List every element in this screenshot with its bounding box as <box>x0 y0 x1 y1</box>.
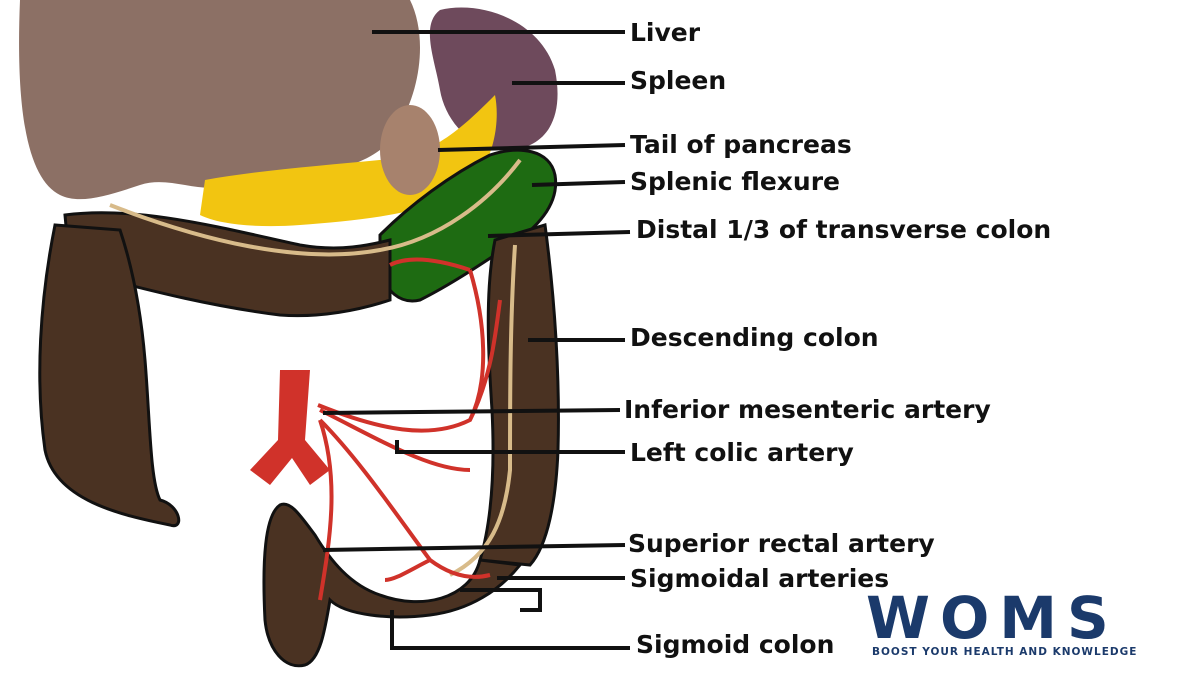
splenic-flexure-region <box>378 148 558 303</box>
kidney-shape <box>380 105 440 195</box>
label-distal-transverse-colon: Distal 1/3 of transverse colon <box>636 215 1052 244</box>
liver-shape <box>19 0 421 200</box>
transverse-colon <box>63 211 392 318</box>
aorta-shape <box>250 370 330 485</box>
sigmoid-colon <box>262 502 523 668</box>
label-descending-colon: Descending colon <box>630 323 879 352</box>
pointer-lines <box>322 30 631 650</box>
label-sigmoidal-arteries: Sigmoidal arteries <box>630 564 890 593</box>
logo-tagline: BOOST YOUR HEALTH AND KNOWLEDGE <box>872 646 1138 658</box>
label-liver: Liver <box>630 18 701 47</box>
label-spleen: Spleen <box>630 66 727 95</box>
label-splenic-flexure: Splenic flexure <box>630 167 841 196</box>
descending-colon <box>478 223 560 567</box>
label-sigmoid-colon: Sigmoid colon <box>636 630 835 659</box>
spleen-shape <box>429 7 558 150</box>
label-inferior-mesenteric-artery: Inferior mesenteric artery <box>624 395 991 424</box>
logo-wordmark: WOMS <box>866 584 1119 652</box>
label-superior-rectal-artery: Superior rectal artery <box>628 529 935 558</box>
woms-logo: WOMS BOOST YOUR HEALTH AND KNOWLEDGE <box>866 584 1186 662</box>
label-tail-of-pancreas: Tail of pancreas <box>630 130 852 159</box>
pancreas-shape <box>200 95 497 227</box>
label-left-colic-artery: Left colic artery <box>630 438 854 467</box>
ascending-colon <box>38 223 181 528</box>
